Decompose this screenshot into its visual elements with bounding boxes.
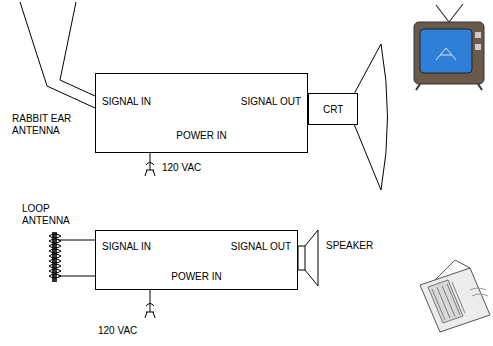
receiver-box: SIGNAL IN SIGNAL OUT POWER IN	[95, 73, 308, 153]
receiver-box: SIGNAL IN SIGNAL OUT POWER IN	[95, 230, 298, 290]
antenna-lead	[58, 240, 95, 241]
antenna-wire	[20, 2, 95, 108]
signal-name: SIGNAL OUT	[231, 241, 291, 252]
antenna-label: RABBIT EAR ANTENNA	[12, 113, 90, 136]
signal-name: SIGNAL IN	[102, 241, 151, 252]
speaker-cone	[305, 230, 318, 286]
signal-name: CRT	[323, 104, 343, 115]
voltage-label: 120 VAC	[162, 162, 222, 174]
tv-icon	[414, 4, 484, 90]
signal-name: POWER IN	[176, 130, 227, 141]
radio-icon	[420, 260, 490, 332]
signal-name: POWER IN	[171, 271, 222, 282]
antenna-lead	[58, 276, 95, 277]
antenna-coil	[49, 234, 61, 278]
antenna-label: LOOP ANTENNA	[22, 203, 78, 226]
speaker-magnet	[298, 246, 305, 270]
antenna-wire	[60, 2, 95, 96]
power-cord	[145, 152, 155, 176]
crt-neck: CRT	[308, 93, 358, 125]
speaker-label: SPEAKER	[326, 240, 386, 252]
voltage-label: 120 VAC	[98, 325, 158, 337]
signal-name: SIGNAL OUT	[241, 96, 301, 107]
power-cord	[145, 290, 155, 318]
signal-name: SIGNAL IN	[102, 96, 151, 107]
crt-funnel	[354, 44, 388, 190]
